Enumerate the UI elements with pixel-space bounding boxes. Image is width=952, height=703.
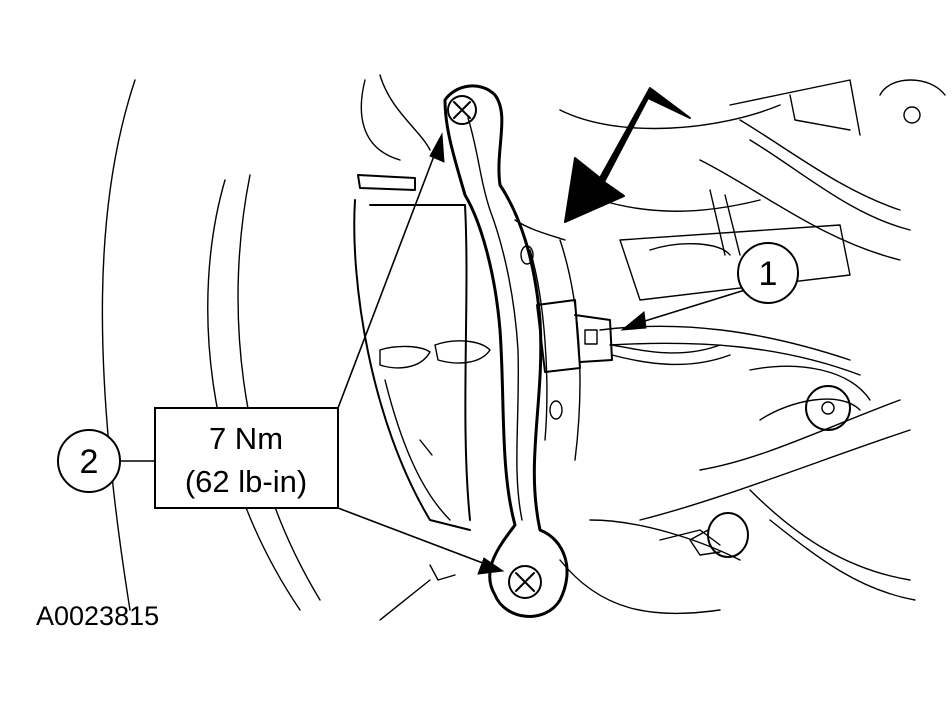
torque-spec-callout: 7 Nm (62 lb-in) <box>120 132 505 575</box>
electrical-connector <box>536 299 731 373</box>
background-arcs <box>101 74 431 611</box>
torque-spec-nm: 7 Nm <box>209 421 283 456</box>
callout-1: 1 <box>620 242 799 331</box>
clip-hook <box>429 564 456 581</box>
bottom-bolt <box>508 565 542 599</box>
direction-arrow <box>564 87 691 223</box>
top-bolt <box>447 95 477 125</box>
callout-2: 2 <box>57 429 121 493</box>
callout-2-number: 2 <box>80 443 99 481</box>
callout-2-circle <box>57 429 121 493</box>
callout-1-number: 1 <box>759 255 778 293</box>
mounting-bracket <box>443 84 569 618</box>
torque-spec-lb-in: (62 lb-in) <box>185 464 307 499</box>
figure-id: A0023815 <box>36 601 159 631</box>
callout-1-circle <box>737 242 799 304</box>
torque-spec-box <box>154 407 339 509</box>
caliper-body <box>353 174 581 531</box>
